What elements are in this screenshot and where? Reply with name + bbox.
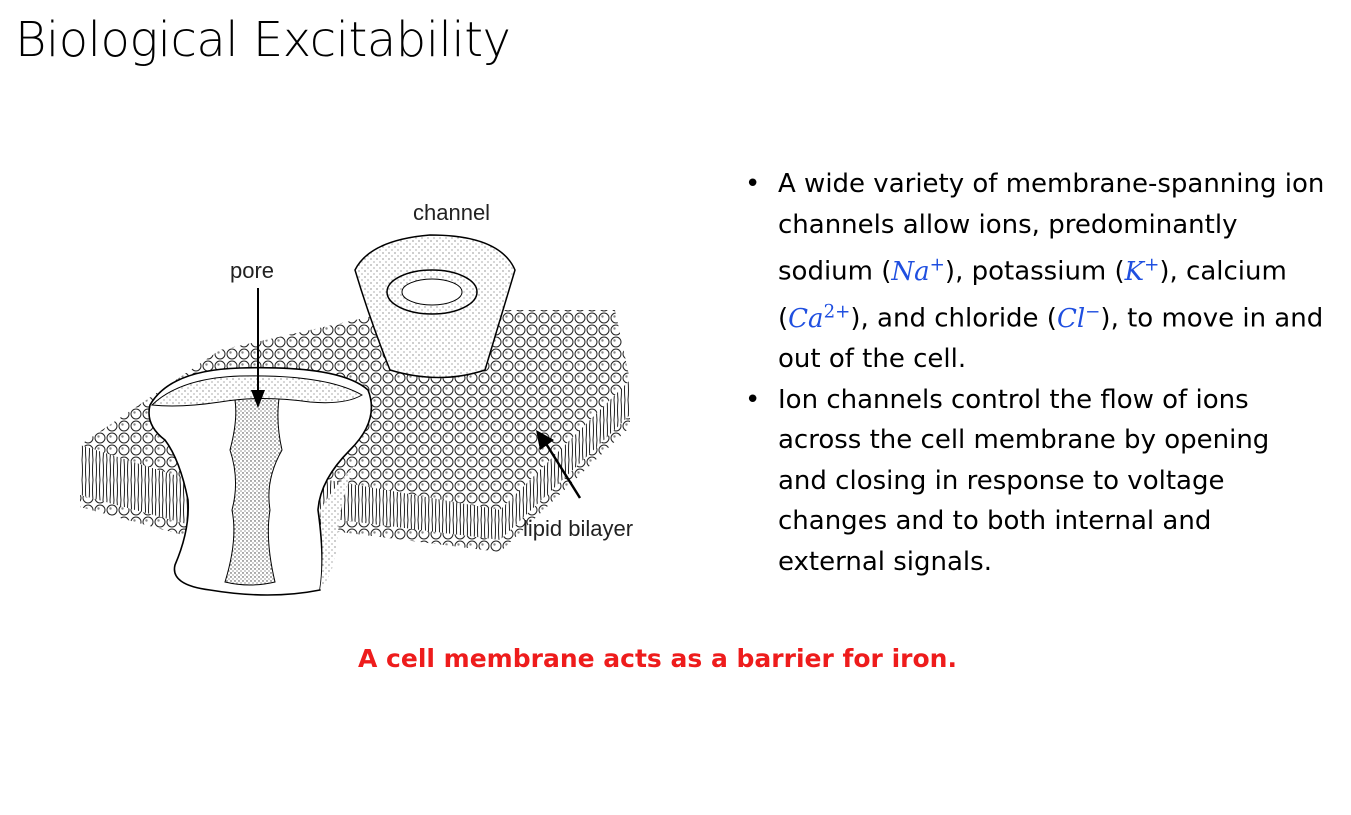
bullet-dot: •	[745, 169, 761, 199]
label-lipid-bilayer: lipid bilayer	[523, 516, 633, 541]
ion-symbol: Na+	[891, 254, 945, 287]
membrane-front-tails	[80, 445, 190, 525]
slide-title: Biological Excitability	[15, 12, 511, 68]
membrane-bottom-heads	[80, 495, 190, 537]
ion-channel-illustration: channel pore lipid bilayer	[80, 200, 633, 596]
label-pore: pore	[230, 258, 274, 283]
pore-channel-cutaway	[148, 366, 373, 596]
bullet-text: Ion channels control the flow of ions ac…	[778, 384, 1270, 577]
bullet-item: • A wide variety of membrane-spanning io…	[745, 164, 1325, 380]
label-channel: channel	[413, 200, 490, 225]
bullet-list: • A wide variety of membrane-spanning io…	[745, 164, 1325, 582]
ion-symbol: Ca2+	[788, 301, 851, 334]
ion-symbol: Cl−	[1056, 301, 1101, 334]
ion-channel-diagram: channel pore lipid bilayer	[70, 180, 710, 610]
lipid-bilayer-arrow	[543, 441, 582, 499]
membrane-side-tails	[500, 380, 630, 540]
caption: A cell membrane acts as a barrier for ir…	[358, 644, 957, 673]
bullet-text: A wide variety of membrane-spanning ion …	[778, 169, 1325, 375]
ion-symbol: K+	[1124, 254, 1160, 287]
bullet-dot: •	[745, 384, 761, 415]
bullet-item: • Ion channels control the flow of ions …	[745, 380, 1325, 583]
membrane-front-tails-right	[300, 475, 500, 540]
channel-protein	[354, 234, 516, 379]
